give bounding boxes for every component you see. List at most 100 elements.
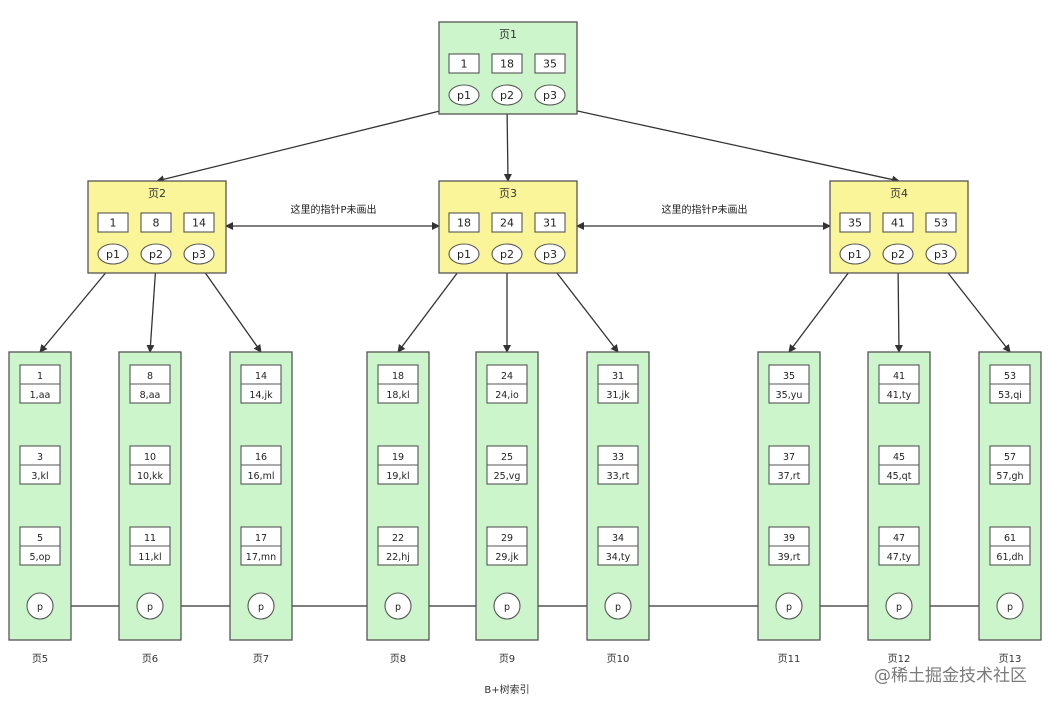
key-value: 18: [457, 217, 471, 230]
pointer-ellipse: [140, 243, 172, 265]
record-key: 17: [255, 533, 267, 544]
record-row: 18,kl: [386, 390, 409, 401]
record-row: 10,kk: [137, 471, 164, 482]
record-row: 14,jk: [249, 390, 273, 401]
record-key: 19: [392, 452, 404, 463]
page-title: 页2: [148, 187, 166, 200]
record-key: 5: [37, 533, 43, 544]
leaf-page-label: 页6: [142, 653, 158, 665]
record-key: 61: [1004, 533, 1016, 544]
pointer-ellipse: [97, 243, 129, 265]
pointer-label: p2: [149, 248, 163, 261]
key-value: 8: [153, 217, 160, 230]
record-key: 33: [612, 452, 624, 463]
next-pointer-label: p: [786, 602, 792, 613]
tree-edge-arrow: [397, 263, 465, 353]
key-cell: [183, 212, 215, 233]
next-pointer-label: p: [147, 602, 153, 613]
pointer-label: p2: [500, 89, 514, 102]
record-row: 1,aa: [30, 390, 51, 401]
tree-edge-arrow: [503, 104, 512, 182]
tree-edge-arrow: [549, 263, 619, 353]
tree-edge-arrow: [894, 263, 903, 353]
sibling-note: 这里的指针P未画出: [290, 203, 376, 216]
pointer-label: p1: [848, 248, 862, 261]
record-key: 8: [147, 371, 153, 382]
record-row: 8,aa: [140, 390, 161, 401]
key-cell: [140, 212, 172, 233]
sibling-note: 这里的指针P未画出: [661, 203, 747, 216]
record-row: 47,ty: [887, 552, 912, 563]
record-row: 35,yu: [776, 390, 803, 401]
record-row: 37,rt: [778, 471, 801, 482]
key-value: 35: [543, 58, 557, 71]
pointer-ellipse: [491, 84, 523, 106]
pointer-ellipse: [925, 243, 957, 265]
tree-edge-arrow: [549, 104, 900, 184]
page-title: 页4: [890, 187, 908, 200]
record-row: 5,op: [30, 552, 51, 563]
record-key: 41: [893, 371, 905, 382]
leaf-page-label: 页10: [607, 653, 630, 665]
record-key: 45: [893, 452, 905, 463]
next-pointer-circle: [247, 592, 275, 620]
pointer-ellipse: [882, 243, 914, 265]
pointer-label: p1: [106, 248, 120, 261]
key-cell: [534, 53, 566, 74]
record-key: 53: [1004, 371, 1016, 382]
tree-edge-arrow: [940, 263, 1011, 353]
record-row: 29,jk: [495, 552, 519, 563]
record-row: 11,kl: [138, 552, 161, 563]
pointer-label: p2: [891, 248, 905, 261]
pointer-ellipse: [183, 243, 215, 265]
key-value: 24: [500, 217, 514, 230]
record-key: 11: [144, 533, 156, 544]
next-pointer-circle: [493, 592, 521, 620]
key-cell: [534, 212, 566, 233]
tree-edge-arrow: [146, 263, 157, 353]
next-pointer-circle: [996, 592, 1024, 620]
key-cell: [448, 212, 480, 233]
record-key: 24: [501, 371, 513, 382]
record-key: 39: [783, 533, 795, 544]
record-key: 3: [37, 452, 43, 463]
next-pointer-label: p: [1007, 602, 1013, 613]
record-key: 25: [501, 452, 513, 463]
pointer-label: p1: [457, 89, 471, 102]
page-title: 页3: [499, 187, 517, 200]
next-pointer-circle: [604, 592, 632, 620]
next-pointer-label: p: [258, 602, 264, 613]
record-row: 34,ty: [606, 552, 631, 563]
leaf-page-label: 页5: [32, 653, 48, 665]
record-key: 35: [783, 371, 795, 382]
record-row: 57,gh: [996, 471, 1023, 482]
next-pointer-label: p: [395, 602, 401, 613]
key-cell: [839, 212, 871, 233]
record-key: 57: [1004, 452, 1016, 463]
next-pointer-label: p: [896, 602, 902, 613]
record-row: 24,io: [495, 390, 519, 401]
key-value: 31: [543, 217, 557, 230]
key-value: 53: [934, 217, 948, 230]
page-title: 页1: [499, 28, 517, 41]
pointer-ellipse: [534, 243, 566, 265]
pointer-label: p3: [543, 89, 557, 102]
record-key: 22: [392, 533, 404, 544]
pointer-label: p2: [500, 248, 514, 261]
next-pointer-circle: [384, 592, 412, 620]
pointer-ellipse: [534, 84, 566, 106]
next-pointer-circle: [26, 592, 54, 620]
leaf-page-label: 页7: [253, 653, 269, 665]
record-row: 41,ty: [887, 390, 912, 401]
record-key: 1: [37, 371, 43, 382]
leaf-page-label: 页9: [499, 653, 515, 665]
record-key: 18: [392, 371, 404, 382]
